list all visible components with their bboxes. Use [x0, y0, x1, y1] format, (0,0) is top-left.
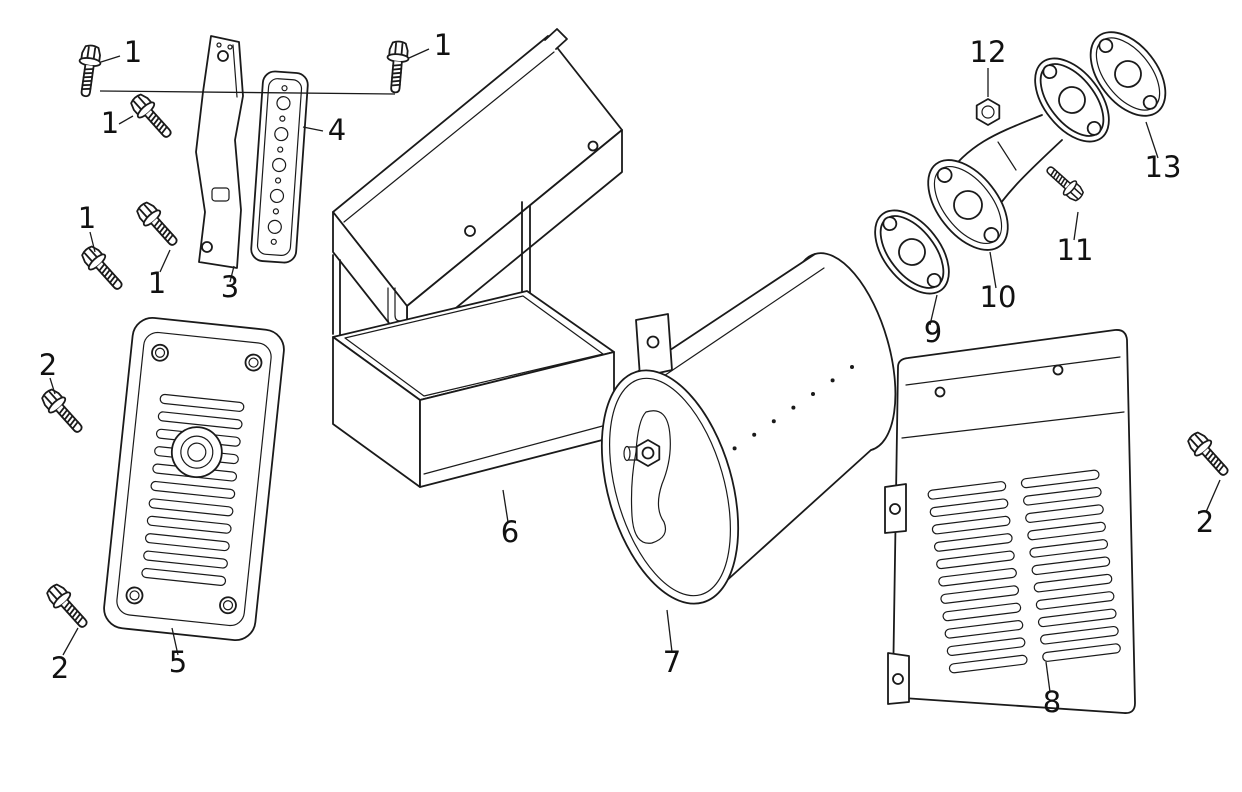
louver-slats — [927, 469, 1121, 674]
leader-lines — [49, 48, 1221, 693]
pipe-flange-lower — [927, 159, 1009, 251]
pipe-stud-bolt — [1041, 160, 1088, 205]
callout-part2-b: 2 — [51, 651, 69, 685]
louver-cover — [884, 329, 1136, 714]
callout-part7: 7 — [663, 645, 681, 679]
flange-bolt-2b — [42, 579, 94, 634]
flange-bolt-2a — [37, 384, 89, 439]
flange-bolt-1b — [126, 89, 178, 144]
exhaust-gasket-upper — [1089, 31, 1167, 117]
callout-part6: 6 — [501, 515, 519, 549]
bracket-stay — [195, 35, 244, 269]
flange-bolt-1e — [383, 39, 411, 95]
gasket-plate — [250, 70, 309, 264]
callout-part13: 13 — [1145, 150, 1182, 184]
flange-bolt-1a — [73, 43, 104, 99]
callout-part2-a: 2 — [39, 348, 57, 382]
callout-part1-d: 1 — [148, 266, 166, 300]
callout-part1-c: 1 — [78, 201, 96, 235]
muffler — [600, 252, 897, 605]
flange-bolt-2c — [1183, 427, 1235, 482]
muffler-bracket — [332, 28, 623, 488]
callout-part8: 8 — [1043, 685, 1061, 719]
corner-bolt-holes — [125, 343, 263, 615]
callout-part9: 9 — [924, 315, 942, 349]
flange-bolt-1c — [77, 241, 129, 296]
callout-part1-a: 1 — [124, 35, 142, 69]
callout-labels: 1 1 1 1 1 2 2 2 3 4 5 6 7 8 9 10 11 12 1… — [39, 28, 1214, 719]
callout-part11: 11 — [1057, 233, 1094, 267]
callout-part2-c: 2 — [1196, 505, 1214, 539]
callout-part5: 5 — [169, 645, 187, 679]
louver-plate — [103, 316, 285, 642]
exhaust-pipe — [927, 44, 1125, 251]
flange-bolt-1d — [132, 197, 184, 252]
callout-part1-e: 1 — [434, 28, 452, 62]
callout-part4: 4 — [328, 113, 346, 147]
callout-part10: 10 — [980, 280, 1017, 314]
flange-nut — [975, 98, 1001, 126]
callout-part1-b: 1 — [101, 106, 119, 140]
callout-part3: 3 — [221, 270, 239, 304]
callout-part12: 12 — [970, 35, 1007, 69]
